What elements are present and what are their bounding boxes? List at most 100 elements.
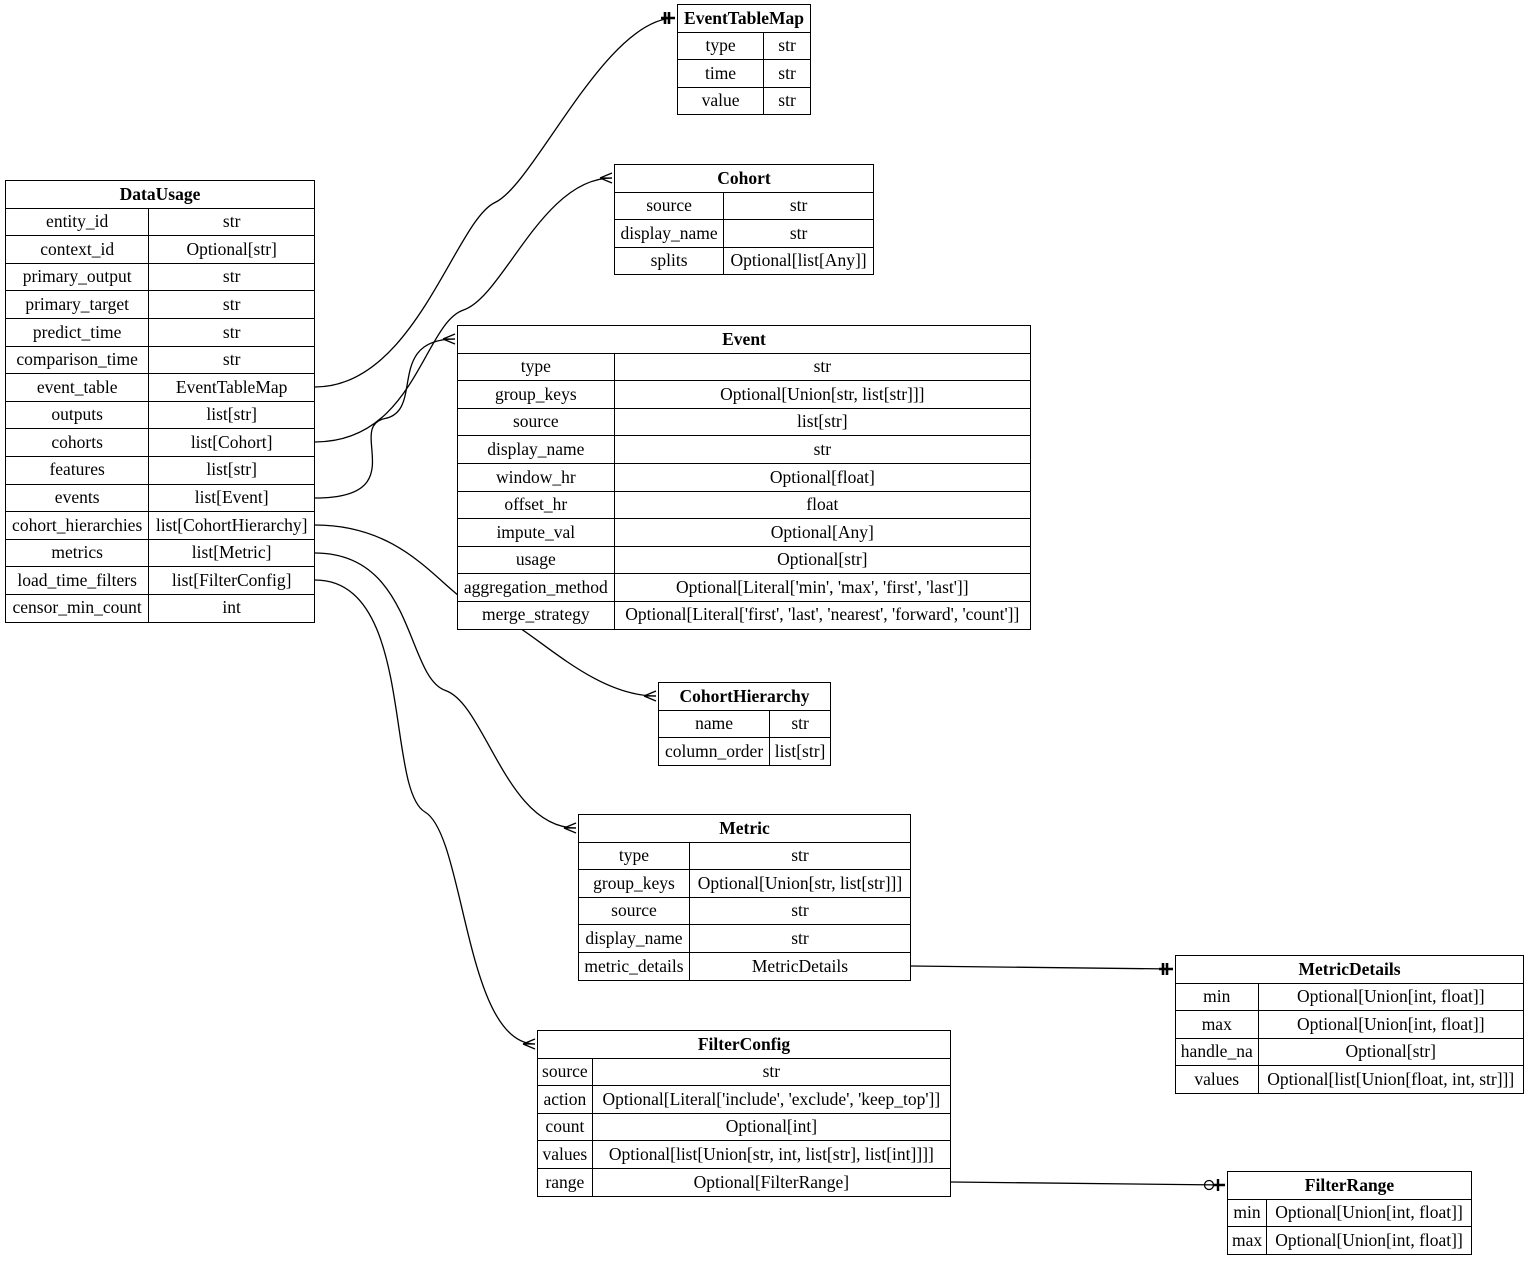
field-name: predict_time — [4, 317, 150, 347]
field-name: offset_hr — [457, 490, 615, 520]
field-name: group_keys — [457, 380, 615, 409]
crows-foot-marker-event — [442, 333, 456, 345]
field-name: events — [4, 483, 150, 513]
zero-marker-filterrange — [1203, 1179, 1215, 1191]
entity-title: FilterRange — [1227, 1171, 1472, 1200]
field-type: float — [613, 490, 1032, 520]
field-type: Optional[list[Any]] — [723, 246, 874, 276]
edge-datausage-to-event — [314, 338, 456, 499]
crows-foot-marker-cohorthierarchy — [643, 690, 657, 702]
field-type: Optional[list[Union[str, int, list[str],… — [591, 1140, 952, 1169]
field-type: Optional[Any] — [613, 518, 1032, 547]
field-name: comparison_time — [4, 345, 150, 375]
field-type: Optional[Union[int, float]] — [1257, 1010, 1525, 1039]
field-name: display_name — [457, 435, 615, 464]
edge-metric-to-metricdetails — [910, 965, 1174, 970]
field-type: list[CohortHierarchy] — [148, 511, 315, 540]
field-name: primary_output — [4, 262, 150, 292]
entity-title: CohortHierarchy — [658, 682, 831, 711]
field-name: max — [1226, 1226, 1268, 1255]
field-type: str — [763, 31, 811, 61]
field-type: str — [148, 290, 315, 319]
field-name: display_name — [578, 924, 690, 953]
field-type: EventTableMap — [148, 373, 315, 402]
field-name: entity_id — [4, 207, 150, 237]
field-name: impute_val — [457, 518, 615, 547]
field-name: max — [1175, 1010, 1259, 1039]
field-name: aggregation_method — [457, 573, 615, 602]
field-type: list[str] — [613, 407, 1032, 437]
entity-title: Metric — [578, 814, 911, 843]
field-name: outputs — [4, 400, 150, 430]
entity-title: Event — [457, 325, 1031, 354]
field-name: metric_details — [578, 951, 690, 981]
field-name: type — [457, 352, 615, 382]
field-name: load_time_filters — [4, 566, 150, 595]
field-type: Optional[str] — [613, 545, 1032, 575]
field-type: str — [148, 317, 315, 347]
field-type: str — [148, 262, 315, 292]
field-type: Optional[Union[int, float]] — [1257, 982, 1525, 1012]
field-name: time — [676, 59, 765, 88]
field-type: str — [763, 59, 811, 88]
field-type: Optional[Union[str, list[str]]] — [613, 380, 1032, 409]
field-type: list[str] — [769, 737, 831, 766]
field-type: list[str] — [148, 400, 315, 430]
field-type: int — [148, 593, 315, 623]
field-type: Optional[float] — [613, 462, 1032, 492]
field-type: Optional[str] — [1257, 1037, 1525, 1067]
field-type: Optional[list[Union[float, int, str]]] — [1257, 1065, 1525, 1094]
edge-filterconfig-to-filterrange — [950, 1181, 1226, 1186]
field-type: list[Metric] — [148, 538, 315, 568]
field-type: str — [591, 1057, 952, 1087]
crows-foot-marker-cohort — [599, 172, 613, 184]
field-name: source — [537, 1057, 593, 1087]
field-name: context_id — [4, 235, 150, 264]
field-type: list[str] — [148, 455, 315, 485]
field-type: str — [723, 191, 874, 221]
field-name: primary_target — [4, 290, 150, 319]
field-type: str — [613, 435, 1032, 464]
field-type: Optional[FilterRange] — [591, 1167, 952, 1197]
field-type: str — [763, 86, 811, 116]
field-name: usage — [457, 545, 615, 575]
field-name: source — [613, 191, 725, 221]
one-marker-eventtablemap — [661, 12, 675, 24]
field-name: min — [1226, 1198, 1268, 1228]
field-name: cohort_hierarchies — [4, 511, 150, 540]
field-name: handle_na — [1175, 1037, 1259, 1067]
field-name: source — [578, 896, 690, 926]
